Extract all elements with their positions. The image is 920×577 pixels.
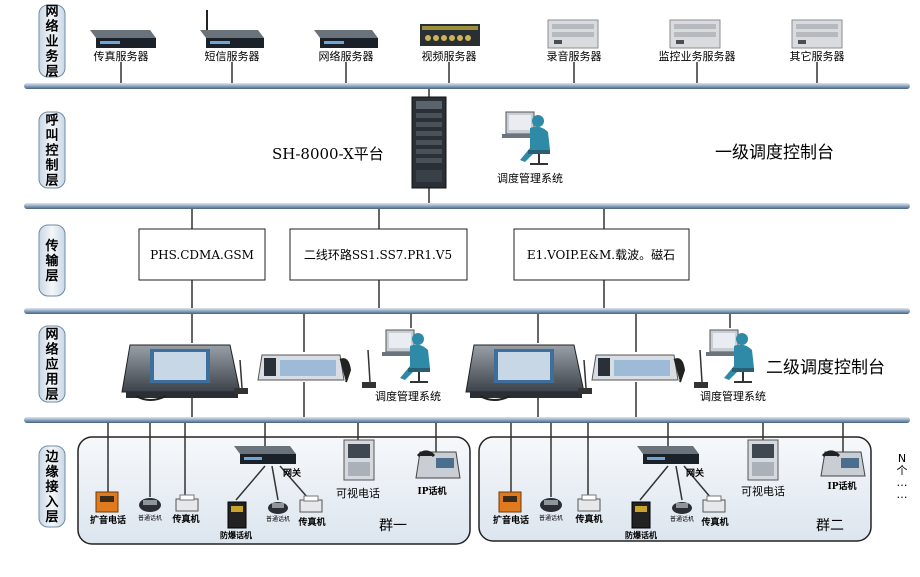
video-server-icon	[420, 24, 480, 46]
fax-server-icon	[90, 30, 156, 48]
dispatch-system-label-2: 调度管理系统	[375, 389, 441, 403]
common-phone-icon	[540, 498, 562, 512]
common-phone-icon	[268, 502, 288, 514]
fax-icon	[299, 495, 323, 513]
dispatch-system-label: 调度管理系统	[497, 171, 563, 185]
layer-label-transport: 传输层	[44, 238, 59, 284]
ip-phone-icon	[820, 450, 866, 477]
common-phone-label: 普通话机	[539, 514, 563, 522]
gateway-icon	[234, 446, 296, 464]
platform-label: SH-8000-X平台	[272, 145, 384, 163]
transport-label: 二线环路SS1.SS7.PR1.V5	[304, 247, 452, 262]
explosion-phone-icon	[227, 501, 247, 529]
server-label: 录音服务器	[547, 49, 602, 63]
transport-label: PHS.CDMA.GSM	[150, 248, 254, 262]
edge-connectors	[107, 423, 844, 501]
common-phone-label-2: 普通话机	[266, 515, 290, 523]
fax-label-2: 传真机	[297, 516, 325, 528]
server-label: 传真服务器	[94, 49, 149, 63]
network-server-icon	[314, 30, 378, 48]
fax-icon	[577, 494, 601, 512]
server-label: 监控业务服务器	[659, 49, 736, 63]
dispatch-console-icon	[121, 344, 248, 401]
level-1-title: 一级调度控制台	[715, 143, 834, 163]
server-labels: 传真服务器 短信服务器 网络服务器 视频服务器 录音服务器 监控业务服务器 其它…	[94, 49, 845, 63]
transport-connectors	[191, 209, 605, 308]
application-bus	[24, 417, 910, 423]
gateway-label: 网关	[283, 467, 301, 479]
transport-box-2	[289, 228, 468, 281]
gateway-icon	[637, 446, 699, 464]
video-phone-label: 可视电话	[336, 486, 380, 500]
layer-label-edge: 边缘接入层	[44, 450, 59, 525]
pa-phone-icon	[498, 491, 522, 513]
common-phone-label-2: 普通话机	[670, 515, 694, 523]
pa-phone-label: 扩音电话	[90, 514, 126, 526]
common-phone-icon	[139, 498, 161, 512]
group-1-name: 群一	[379, 518, 407, 534]
video-phone-icon	[343, 439, 375, 481]
desk-console-icon	[257, 349, 376, 388]
recording-server-icon	[547, 19, 599, 49]
fax-label: 传真机	[574, 513, 602, 525]
group-2-labels: 扩音电话 普通话机 传真机 网关 防爆话机 普通话机 传真机 可视电话 IP话机	[493, 467, 857, 540]
desk-console-icon	[591, 349, 708, 388]
pa-phone-label: 扩音电话	[493, 514, 529, 526]
gateway-label: 网关	[686, 467, 704, 479]
monitoring-server-icon	[669, 19, 721, 49]
layer-label-application: 网络应用层	[44, 328, 58, 403]
explosion-phone-label: 防爆话机	[625, 530, 657, 540]
application-connectors	[191, 314, 731, 417]
dispatch-system-label-3: 调度管理系统	[700, 389, 766, 403]
fax-label: 传真机	[171, 513, 199, 525]
explosion-phone-label: 防爆话机	[220, 530, 252, 540]
pa-phone-icon	[95, 491, 119, 513]
level-2-title: 二级调度控制台	[766, 358, 885, 378]
fax-label-2: 传真机	[700, 516, 728, 528]
common-phone-icon	[672, 502, 692, 514]
server-label: 短信服务器	[205, 49, 260, 63]
group-1-devices	[95, 439, 461, 529]
ip-phone-label: IP话机	[828, 480, 857, 492]
layer-boxes	[38, 4, 66, 528]
server-label: 网络服务器	[319, 49, 374, 63]
fax-icon	[702, 495, 726, 513]
fax-icon	[175, 494, 199, 512]
ip-phone-icon	[415, 450, 461, 479]
platform-cabinet-icon	[411, 89, 447, 203]
transport-boxes	[138, 228, 690, 281]
group-2-name: 群二	[816, 518, 844, 534]
group-2-devices	[498, 439, 866, 529]
transport-labels: PHS.CDMA.GSM 二线环路SS1.SS7.PR1.V5 E1.VOIP.…	[150, 247, 675, 262]
dispatch-console-icon	[465, 344, 592, 401]
server-label: 视频服务器	[422, 49, 477, 63]
call-bus	[24, 203, 910, 209]
video-phone-label: 可视电话	[741, 484, 785, 498]
operator-workstation-icon	[706, 329, 754, 383]
video-phone-icon	[747, 439, 779, 481]
group-1-labels: 扩音电话 普通话机 传真机 网关 防爆话机 普通话机 传真机 可视电话 IP话机	[90, 467, 447, 540]
layer-labels: 网络业务层 呼叫控制层 传输层 网络应用层 边缘接入层	[44, 5, 59, 526]
service-bus	[24, 83, 910, 89]
operator-workstation-icon	[502, 111, 550, 165]
buses	[24, 83, 910, 423]
server-label: 其它服务器	[790, 49, 845, 63]
transport-box-3	[513, 228, 690, 281]
transport-bus	[24, 308, 910, 314]
common-phone-label: 普通话机	[138, 514, 162, 522]
layer-label-service: 网络业务层	[45, 5, 59, 80]
explosion-phone-icon	[631, 501, 651, 529]
other-server-icon	[791, 19, 843, 49]
sms-server-icon	[200, 10, 264, 48]
transport-box-1	[138, 228, 266, 281]
transport-label: E1.VOIP.E&M.载波。磁石	[527, 247, 675, 262]
server-connectors	[120, 62, 818, 83]
operator-workstation-icon	[382, 329, 430, 383]
layer-label-call: 呼叫控制层	[45, 113, 58, 189]
ip-phone-label: IP话机	[418, 485, 447, 497]
